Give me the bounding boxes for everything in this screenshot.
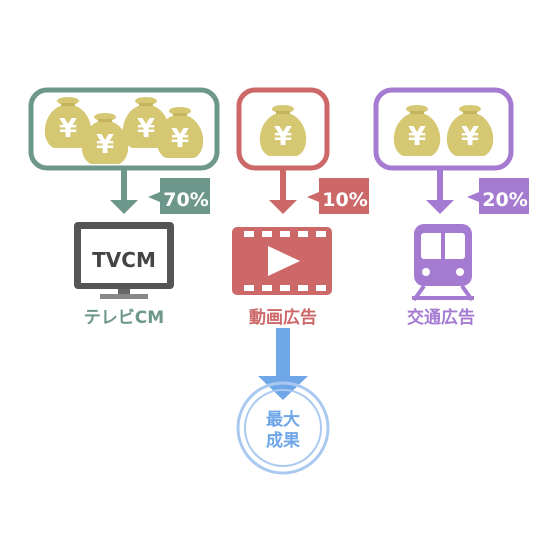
tv-screen-text: TVCM <box>92 248 156 272</box>
transit-arrow <box>426 170 454 214</box>
svg-text:20%: 20% <box>482 189 527 211</box>
video-play-icon <box>232 227 332 295</box>
tv-label: テレビCM <box>84 308 164 328</box>
svg-text:70%: 70% <box>163 189 208 211</box>
channel-tv: ¥ ¥ ¥ ¥ 70% TVCM <box>28 87 220 328</box>
money-bag-icon: ¥ <box>156 107 204 158</box>
money-bag-icon: ¥ <box>81 113 129 164</box>
video-percent-badge: 10% <box>307 178 369 214</box>
television-icon: TVCM <box>74 222 174 299</box>
svg-text:10%: 10% <box>322 189 367 211</box>
video-label: 動画広告 <box>249 307 317 328</box>
result-text-line1: 最大 <box>266 409 300 430</box>
svg-text:¥: ¥ <box>408 122 426 152</box>
tv-arrow <box>110 170 138 214</box>
result-text-line2: 成果 <box>266 430 300 451</box>
train-icon <box>412 224 474 302</box>
channel-transit: ¥ ¥ 20% 交通広告 <box>373 87 529 328</box>
transit-label: 交通広告 <box>407 307 475 328</box>
tv-percent-badge: 70% <box>148 178 210 214</box>
svg-text:¥: ¥ <box>171 124 189 154</box>
svg-text:¥: ¥ <box>96 130 114 160</box>
video-arrow <box>269 170 297 214</box>
target-circle-icon: 最大 成果 <box>236 381 330 475</box>
money-bag-icon: ¥ <box>393 105 441 156</box>
channel-video: ¥ 10% <box>232 87 369 400</box>
money-bag-icon: ¥ <box>122 97 170 148</box>
money-bag-icon: ¥ <box>44 97 92 148</box>
transit-percent-badge: 20% <box>467 178 529 214</box>
money-bag-icon: ¥ <box>259 105 307 156</box>
money-bag-icon: ¥ <box>446 105 494 156</box>
svg-text:¥: ¥ <box>137 114 155 144</box>
svg-text:¥: ¥ <box>274 122 292 152</box>
result-arrow <box>258 328 308 400</box>
svg-text:¥: ¥ <box>59 114 77 144</box>
svg-text:¥: ¥ <box>461 122 479 152</box>
